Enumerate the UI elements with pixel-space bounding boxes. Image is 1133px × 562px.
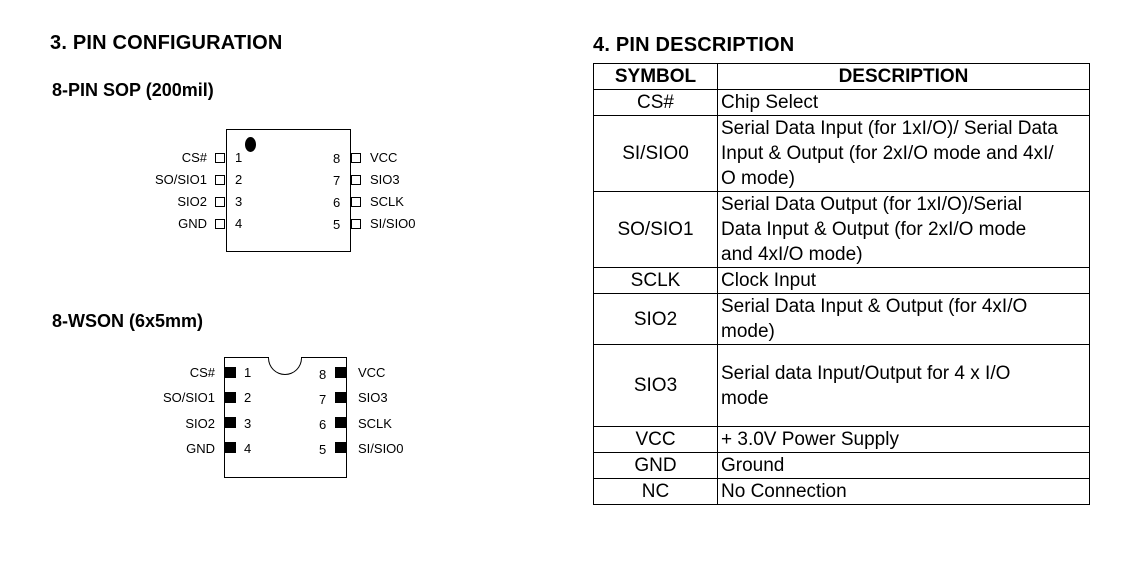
symbol-cell: VCC <box>593 426 718 453</box>
description-cell: + 3.0V Power Supply <box>717 426 1090 453</box>
table-row: SI/SIO0 Serial Data Input (for 1xI/O)/ S… <box>593 115 1090 192</box>
wson-notch-mask <box>269 357 301 359</box>
pin-description-heading: 4. PIN DESCRIPTION <box>593 34 795 56</box>
symbol-column-header: SYMBOL <box>593 63 718 90</box>
description-line: and 4xI/O mode) <box>721 244 863 265</box>
wson-pin-label-6: SCLK <box>358 416 392 431</box>
description-cell: Clock Input <box>717 267 1090 294</box>
table-row: SIO2 Serial Data Input & Output (for 4xI… <box>593 293 1090 345</box>
wson-pin-pad-5 <box>335 442 346 453</box>
sop-pin-pad-2 <box>215 175 225 185</box>
description-cell: Ground <box>717 452 1090 479</box>
sop-pin-pad-7 <box>351 175 361 185</box>
sop-pin-pad-6 <box>351 197 361 207</box>
wson-pin-pad-8 <box>335 367 346 378</box>
wson-pin-number-6: 6 <box>319 417 327 432</box>
wson-pin-label-2: SO/SIO1 <box>162 390 215 405</box>
sop-pin-number-3: 3 <box>235 194 243 209</box>
wson-pin-number-8: 8 <box>319 367 327 382</box>
symbol-cell: SIO3 <box>593 344 718 427</box>
symbol-cell: CS# <box>593 89 718 116</box>
sop-pin-number-5: 5 <box>333 217 341 232</box>
wson-pin-pad-2 <box>225 392 236 403</box>
sop-pin-label-5: SI/SIO0 <box>370 216 416 231</box>
description-column-header: DESCRIPTION <box>717 63 1090 90</box>
symbol-cell: SCLK <box>593 267 718 294</box>
sop-pin-number-4: 4 <box>235 216 243 231</box>
wson-pin-pad-7 <box>335 392 346 403</box>
pin-configuration-heading: 3. PIN CONFIGURATION <box>50 32 283 54</box>
symbol-cell: NC <box>593 478 718 505</box>
sop-package-title: 8-PIN SOP (200mil) <box>52 80 214 100</box>
description-line: mode <box>721 387 769 409</box>
wson-pin-label-5: SI/SIO0 <box>358 441 404 456</box>
wson-pin-number-2: 2 <box>244 390 252 405</box>
description-cell: Serial Data Input & Output (for 4xI/O mo… <box>717 293 1090 345</box>
sop-pin-pad-8 <box>351 153 361 163</box>
description-line: Input & Output (for 2xI/O mode and 4xI/ <box>721 143 1054 164</box>
table-row: CS# Chip Select <box>593 89 1090 116</box>
wson-pin-label-4: GND <box>186 441 215 456</box>
wson-pin-pad-6 <box>335 417 346 428</box>
description-cell: Serial data Input/Output for 4 x I/O mod… <box>717 344 1090 427</box>
sop-pin-number-7: 7 <box>333 173 341 188</box>
table-header-row: SYMBOL DESCRIPTION <box>593 63 1090 90</box>
wson-pin-number-1: 1 <box>244 365 252 380</box>
wson-pin-number-3: 3 <box>244 416 252 431</box>
sop-pin-number-2: 2 <box>235 172 243 187</box>
wson-pin-label-1: CS# <box>189 365 215 380</box>
table-row: VCC + 3.0V Power Supply <box>593 426 1090 453</box>
sop-pin-pad-4 <box>215 219 225 229</box>
table-row: GND Ground <box>593 452 1090 479</box>
description-line: Serial Data Input (for 1xI/O)/ Serial Da… <box>721 118 1058 139</box>
sop-pin-label-3: SIO2 <box>177 194 207 209</box>
symbol-cell: SI/SIO0 <box>593 115 718 192</box>
sop-pin-label-1: CS# <box>181 150 207 165</box>
sop-pin-pad-1 <box>215 153 225 163</box>
sop-pin-label-2: SO/SIO1 <box>154 172 207 187</box>
sop-pin-label-4: GND <box>178 216 207 231</box>
description-line: Data Input & Output (for 2xI/O mode <box>721 219 1027 240</box>
sop-pin-number-6: 6 <box>333 195 341 210</box>
symbol-cell: SO/SIO1 <box>593 191 718 268</box>
description-line: O mode) <box>721 168 795 189</box>
sop-pin-label-8: VCC <box>370 150 398 165</box>
table-row: NC No Connection <box>593 478 1090 505</box>
table-row: SIO3 Serial data Input/Output for 4 x I/… <box>593 344 1090 427</box>
description-line: mode) <box>721 321 775 342</box>
wson-package-title: 8-WSON (6x5mm) <box>52 311 204 331</box>
wson-pin-label-3: SIO2 <box>185 416 215 431</box>
description-cell: No Connection <box>717 478 1090 505</box>
description-cell: Serial Data Output (for 1xI/O)/Serial Da… <box>717 191 1090 268</box>
sop-pin-pad-3 <box>215 197 225 207</box>
table-row: SO/SIO1 Serial Data Output (for 1xI/O)/S… <box>593 191 1090 268</box>
wson-pin-number-4: 4 <box>244 441 252 456</box>
description-line: Serial Data Input & Output (for 4xI/O <box>721 296 1028 317</box>
sop-pin-number-8: 8 <box>333 151 341 166</box>
description-line: Serial data Input/Output for 4 x I/O <box>721 362 1011 384</box>
sop-pin-label-6: SCLK <box>370 194 404 209</box>
pin-description-table: SYMBOL DESCRIPTION CS# Chip Select SI/SI… <box>593 63 1090 505</box>
wson-pin-pad-4 <box>225 442 236 453</box>
sop-pin-label-7: SIO3 <box>370 172 400 187</box>
sop-pin-number-1: 1 <box>235 150 243 165</box>
table-row: SCLK Clock Input <box>593 267 1090 294</box>
description-line: Serial Data Output (for 1xI/O)/Serial <box>721 194 1022 215</box>
description-cell: Chip Select <box>717 89 1090 116</box>
description-cell: Serial Data Input (for 1xI/O)/ Serial Da… <box>717 115 1090 192</box>
wson-chip-body <box>224 357 347 478</box>
wson-pin-pad-1 <box>225 367 236 378</box>
wson-pin-number-5: 5 <box>319 442 327 457</box>
wson-pin-label-8: VCC <box>358 365 386 380</box>
symbol-cell: SIO2 <box>593 293 718 345</box>
wson-pin-label-7: SIO3 <box>358 390 388 405</box>
wson-pin-number-7: 7 <box>319 392 327 407</box>
pin1-marker-dot <box>245 137 256 152</box>
wson-pin-pad-3 <box>225 417 236 428</box>
symbol-cell: GND <box>593 452 718 479</box>
sop-pin-pad-5 <box>351 219 361 229</box>
